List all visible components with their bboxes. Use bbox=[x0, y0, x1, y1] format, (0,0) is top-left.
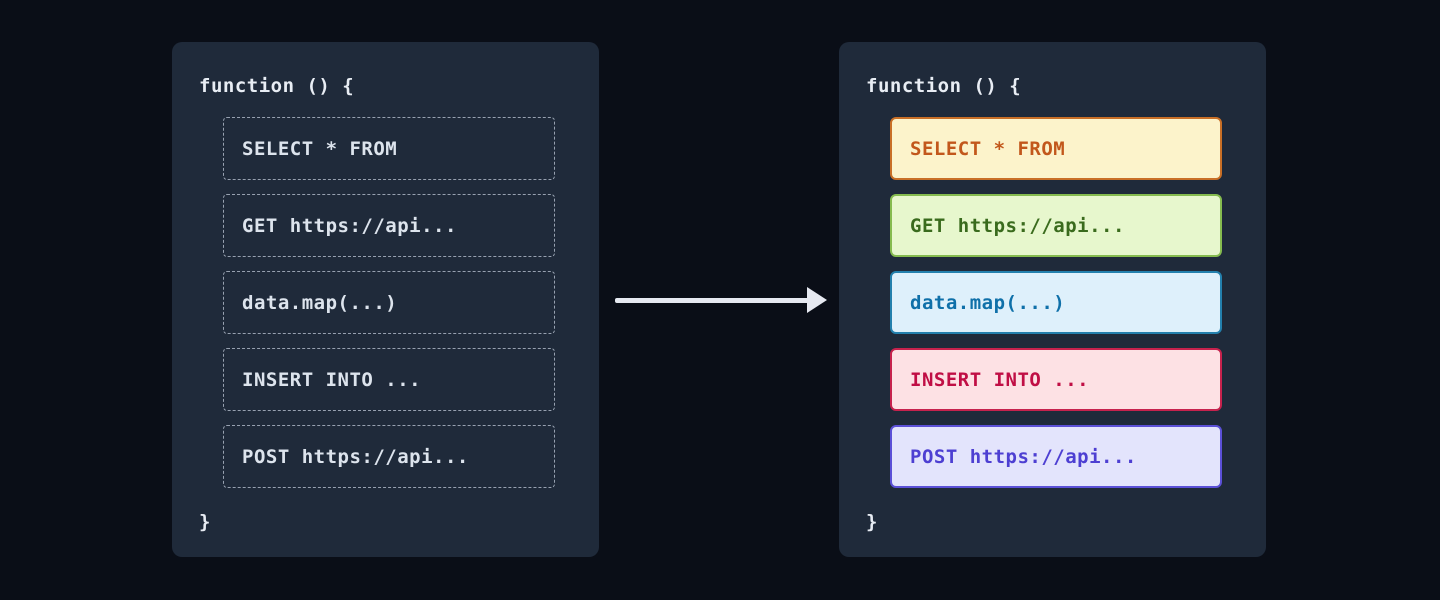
code-slot-data-map: data.map(...) bbox=[223, 271, 555, 334]
function-open-line: function () { bbox=[866, 75, 1022, 97]
code-block-label: POST https://api... bbox=[910, 445, 1137, 468]
code-block-sql-select: SELECT * FROM bbox=[890, 117, 1222, 180]
code-block-list: SELECT * FROM GET https://api... data.ma… bbox=[890, 117, 1222, 502]
arrow-head-icon bbox=[807, 287, 827, 313]
code-block-label: SELECT * FROM bbox=[910, 137, 1066, 160]
code-slot-list: SELECT * FROM GET https://api... data.ma… bbox=[223, 117, 555, 502]
code-slot-http-get: GET https://api... bbox=[223, 194, 555, 257]
code-slot-label: GET https://api... bbox=[242, 214, 457, 237]
code-slot-label: data.map(...) bbox=[242, 291, 398, 314]
code-slot-http-post: POST https://api... bbox=[223, 425, 555, 488]
code-block-label: data.map(...) bbox=[910, 291, 1066, 314]
code-slot-label: POST https://api... bbox=[242, 445, 469, 468]
code-slot-label: SELECT * FROM bbox=[242, 137, 398, 160]
function-open-line: function () { bbox=[199, 75, 355, 97]
code-block-data-map: data.map(...) bbox=[890, 271, 1222, 334]
function-close-line: } bbox=[866, 511, 878, 533]
code-block-label: INSERT INTO ... bbox=[910, 368, 1090, 391]
code-block-sql-insert: INSERT INTO ... bbox=[890, 348, 1222, 411]
code-block-http-get: GET https://api... bbox=[890, 194, 1222, 257]
code-slot-sql-select: SELECT * FROM bbox=[223, 117, 555, 180]
arrow-shaft bbox=[615, 297, 809, 303]
code-block-label: GET https://api... bbox=[910, 214, 1125, 237]
code-slot-sql-insert: INSERT INTO ... bbox=[223, 348, 555, 411]
code-slot-label: INSERT INTO ... bbox=[242, 368, 422, 391]
code-block-http-post: POST https://api... bbox=[890, 425, 1222, 488]
code-panel-after: function () { SELECT * FROM GET https://… bbox=[839, 42, 1266, 557]
function-close-line: } bbox=[199, 511, 211, 533]
code-panel-before: function () { SELECT * FROM GET https://… bbox=[172, 42, 599, 557]
transform-arrow bbox=[615, 287, 827, 313]
